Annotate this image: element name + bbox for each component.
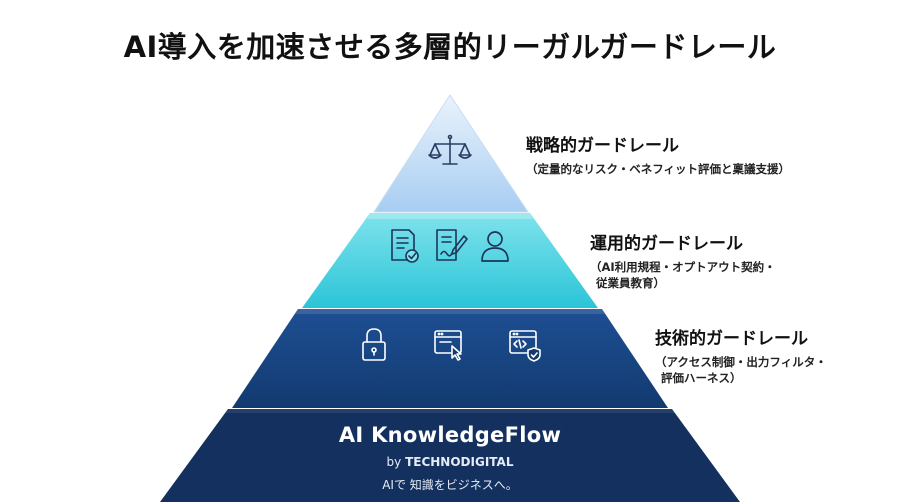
brand-tagline: AIで 知識をビジネスへ。	[382, 478, 518, 492]
pyramid-layer-operational	[302, 213, 598, 308]
layer-detail-line: （AI利用規程・オプトアウト契約・	[590, 260, 776, 274]
layer-detail: （定量的なリスク・ベネフィット評価と稟議支援）	[526, 161, 790, 177]
brand-byline: by TECHNODIGITAL	[0, 455, 900, 469]
layer-detail: （アクセス制御・出力フィルタ・ 評価ハーネス）	[655, 354, 827, 386]
layer-detail-line: （定量的なリスク・ベネフィット評価と稟議支援）	[526, 162, 791, 176]
brand-company: TECHNODIGITAL	[405, 455, 514, 469]
layer-label-technical: 技術的ガードレール （アクセス制御・出力フィルタ・ 評価ハーネス）	[655, 324, 827, 386]
layer-label-operational: 運用的ガードレール （AI利用規程・オプトアウト契約・ 従業員教育）	[590, 229, 776, 291]
layer-detail-line: 評価ハーネス）	[661, 371, 742, 385]
browser-click-icon	[434, 330, 462, 361]
pyramid-layer-technical	[232, 309, 668, 408]
brand-by-prefix: by	[386, 455, 406, 469]
layer-label-strategic: 戦略的ガードレール （定量的なリスク・ベネフィット評価と稟議支援）	[526, 131, 790, 177]
layer-heading: 戦略的ガードレール	[526, 136, 679, 156]
pyramid-base	[160, 409, 740, 502]
brand-name: AI KnowledgeFlow	[338, 423, 562, 447]
secure-code-window-icon	[509, 330, 541, 362]
layer-detail-line: 従業員教育）	[596, 276, 665, 290]
layer-heading: 運用的ガードレール	[590, 234, 743, 254]
lock-icon	[362, 328, 386, 361]
scales-icon	[428, 134, 472, 165]
pyramid-layer-strategic	[373, 94, 529, 213]
layer-detail: （AI利用規程・オプトアウト契約・ 従業員教育）	[590, 259, 776, 291]
layer-heading: 技術的ガードレール	[655, 329, 808, 349]
layer-detail-line: （アクセス制御・出力フィルタ・	[655, 355, 827, 369]
signed-document-icon	[436, 229, 468, 261]
checked-document-icon	[391, 229, 419, 263]
user-icon	[481, 231, 509, 262]
page-title: AI導入を加速させる多層的リーガルガードレール	[123, 30, 777, 64]
